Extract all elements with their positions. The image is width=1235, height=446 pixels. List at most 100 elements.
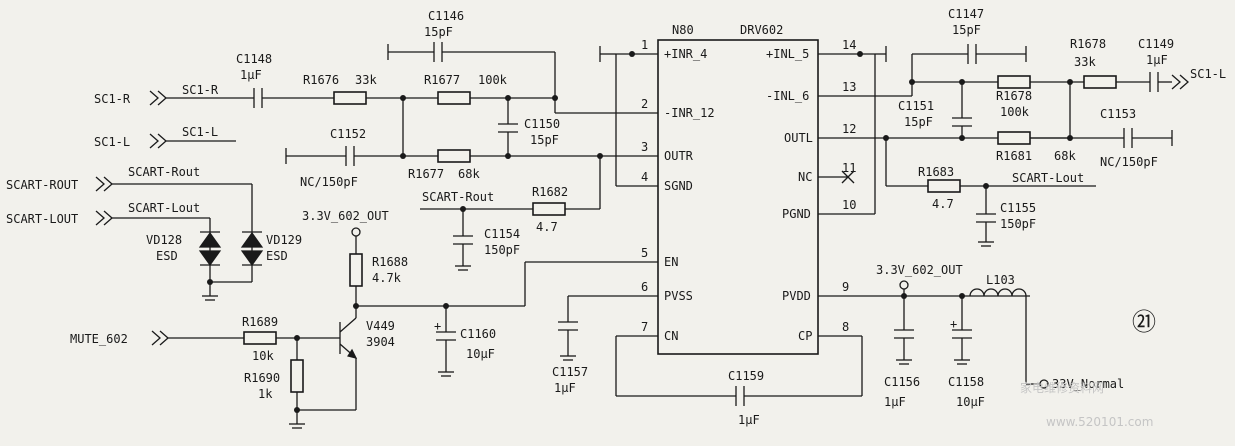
- r1682-val: 4.7: [536, 220, 558, 234]
- c1148-ref: C1148: [236, 52, 272, 66]
- r1689-val: 10k: [252, 349, 274, 363]
- port-mute-602-arrow-icon: [151, 330, 169, 346]
- r1677b-val: 68k: [458, 167, 480, 181]
- c1155-ref: C1155: [1000, 201, 1036, 215]
- figure-number: ㉑: [1132, 308, 1156, 336]
- pin-3-name: OUTR: [664, 149, 694, 163]
- watermark-url: www.520101.com: [1046, 415, 1153, 429]
- capacitor-c1149: [1149, 72, 1159, 92]
- capacitor-c1160: [436, 331, 456, 341]
- port-scart-lout: SCART-LOUT: [6, 212, 78, 226]
- r1678a-ref: R1678: [1070, 37, 1106, 51]
- capacitor-c1148: [253, 88, 263, 108]
- svg-text:+: +: [950, 317, 957, 331]
- c1146-val: 15pF: [424, 25, 453, 39]
- pin-9-num: 9: [842, 280, 849, 294]
- port-sc1-r-arrow-icon: [149, 90, 167, 106]
- vd128-ref: VD128: [146, 233, 182, 247]
- diode-vd129-icon: [240, 231, 264, 267]
- resistor-r1688: [349, 253, 363, 287]
- r1683-val: 4.7: [932, 197, 954, 211]
- resistor-r1682: [532, 202, 566, 216]
- c1154-ref: C1154: [484, 227, 520, 241]
- pin-5-name: EN: [664, 255, 678, 269]
- pin-4-name: SGND: [664, 179, 693, 193]
- r1678b-val: 100k: [1000, 105, 1030, 119]
- r1683-ref: R1683: [918, 165, 954, 179]
- vd129-ref: VD129: [266, 233, 302, 247]
- c1158-ref: C1158: [948, 375, 984, 389]
- resistor-r1678-100k: [997, 75, 1031, 89]
- c1156-ref: C1156: [884, 375, 920, 389]
- pin-10-name: PGND: [782, 207, 811, 221]
- svg-text:+: +: [434, 319, 441, 333]
- supply-3v3-terminal-icon: [351, 227, 361, 237]
- net-sc1-r: SC1-R: [182, 83, 219, 97]
- r1676-ref: R1676: [303, 73, 339, 87]
- pin-8-num: 8: [842, 320, 849, 334]
- c1160-val: 10μF: [466, 347, 495, 361]
- c1160-ref: C1160: [460, 327, 496, 341]
- pin-4-num: 4: [641, 170, 648, 184]
- c1146-ref: C1146: [428, 9, 464, 23]
- r1678a-val: 33k: [1074, 55, 1096, 69]
- pin-1-name: +INR_4: [664, 47, 707, 61]
- port-sc1-l: SC1-L: [94, 135, 130, 149]
- pin-14-num: 14: [842, 38, 856, 52]
- c1148-val: 1μF: [240, 68, 262, 82]
- capacitor-c1156: [894, 329, 914, 339]
- pin-14-name: +INL_5: [766, 47, 809, 61]
- pin-5-num: 5: [641, 246, 648, 260]
- supply-3v3-terminal-b-icon: [899, 280, 909, 290]
- pin-9-name: PVDD: [782, 289, 811, 303]
- r1678b-ref: R1678: [996, 89, 1032, 103]
- r1690-val: 1k: [258, 387, 273, 401]
- c1157-val: 1μF: [554, 381, 576, 395]
- left-pin-stubs: [525, 53, 658, 337]
- c1158-val: 10μF: [956, 395, 985, 409]
- vd128-val: ESD: [156, 249, 178, 263]
- c1149-ref: C1149: [1138, 37, 1174, 51]
- capacitor-c1150: [498, 123, 518, 133]
- r1688-ref: R1688: [372, 255, 408, 269]
- net-33v-normal: 33V_Normal: [1052, 377, 1124, 391]
- c1147-ref: C1147: [948, 7, 984, 21]
- v449-val: 3904: [366, 335, 395, 349]
- port-sc1-l-arrow-icon: [149, 133, 167, 149]
- capacitor-c1147: [967, 44, 977, 64]
- ic-body: [657, 39, 819, 355]
- v449-ref: V449: [366, 319, 395, 333]
- capacitor-c1157: [558, 321, 578, 331]
- c1153-val: NC/150pF: [1100, 155, 1158, 169]
- port-scart-rout: SCART-ROUT: [6, 178, 78, 192]
- nc-mark-icon: [841, 170, 855, 184]
- capacitor-c1153: [1123, 128, 1133, 148]
- r1681-val: 68k: [1054, 149, 1076, 163]
- r1689-ref: R1689: [242, 315, 278, 329]
- net-3v3-602-out-a: 3.3V_602_OUT: [302, 209, 389, 223]
- c1149-val: 1μF: [1146, 53, 1168, 67]
- resistor-r1689: [243, 331, 277, 345]
- pin-3-num: 3: [641, 140, 648, 154]
- pin-10-num: 10: [842, 198, 856, 212]
- port-sc1-l-right-arrow-icon: [1171, 74, 1189, 90]
- right-pin-stubs: [818, 53, 1070, 337]
- resistor-r1676: [333, 91, 367, 105]
- net-scart-rout-2: SCART-Rout: [422, 190, 494, 204]
- c1147-val: 15pF: [952, 23, 981, 37]
- diode-vd128-icon: [198, 231, 222, 267]
- net-3v3-602-out-b: 3.3V_602_OUT: [876, 263, 963, 277]
- r1677a-val: 100k: [478, 73, 508, 87]
- capacitor-c1155: [976, 213, 996, 223]
- c1152-ref: C1152: [330, 127, 366, 141]
- r1681-ref: R1681: [996, 149, 1032, 163]
- r1682-ref: R1682: [532, 185, 568, 199]
- c1153-ref: C1153: [1100, 107, 1136, 121]
- net-scart-rout: SCART-Rout: [128, 165, 200, 179]
- inductor-l103-icon: [969, 288, 1027, 297]
- resistor-r1678-33k: [1083, 75, 1117, 89]
- resistor-r1677-68k: [437, 149, 471, 163]
- r1690-ref: R1690: [244, 371, 280, 385]
- capacitor-c1152: [345, 146, 355, 166]
